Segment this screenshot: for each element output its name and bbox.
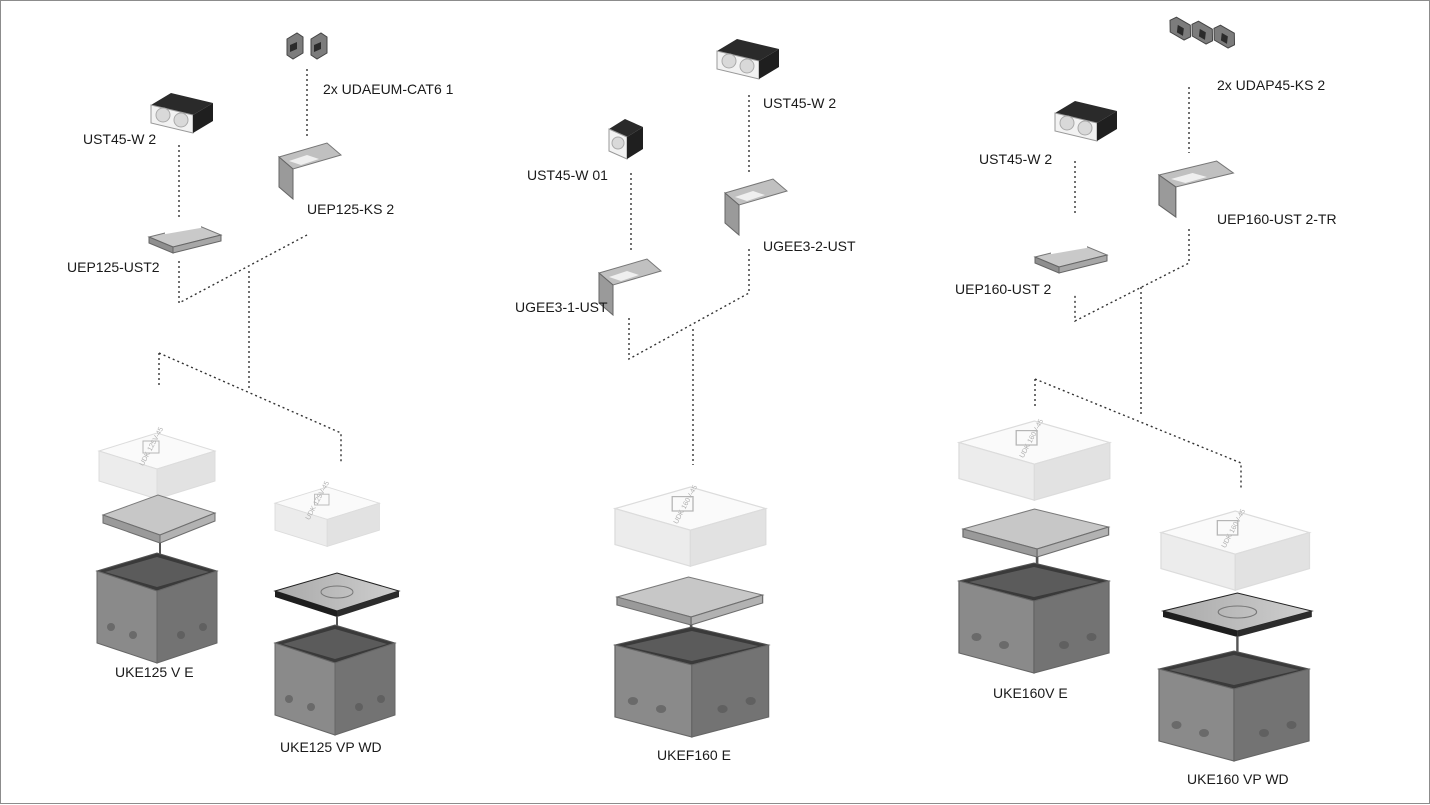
cover-plate-icon (1161, 591, 1314, 657)
dual-socket-module-icon (716, 38, 780, 80)
keystone-module-icon (1164, 14, 1241, 51)
floor-box-icon (1158, 650, 1310, 762)
tray-icon (102, 494, 216, 562)
plate-label: UEP125-KS 2 (307, 201, 395, 217)
connector-lines (158, 69, 1242, 489)
group-2-graphics (598, 38, 788, 738)
dual-socket-module-icon (150, 92, 214, 134)
single-socket-module-icon (608, 118, 644, 160)
group-3-graphics (958, 14, 1314, 762)
module-label: UST45-W 01 (527, 167, 608, 183)
floor-box-icon (614, 626, 770, 738)
module-label: UST45-W 2 (979, 151, 1053, 167)
module-label: UST45-W 2 (763, 95, 837, 111)
module-label: 2x UDAP45-KS 2 (1217, 77, 1326, 93)
plate-label: UGEE3-1-UST (515, 299, 608, 315)
frame-plate-icon (724, 178, 788, 236)
frame-plate-icon (598, 258, 662, 316)
floor-box-icon (96, 552, 218, 664)
keystone-plate-icon (1158, 160, 1235, 218)
plate-label: UGEE3-2-UST (763, 238, 856, 254)
module-label: 2x UDAEUM-CAT6 1 (323, 81, 454, 97)
box-label: UKE160 VP WD (1187, 771, 1289, 787)
box-label: UKE160V E (993, 685, 1068, 701)
mounting-plate-icon (148, 221, 222, 254)
box-label: UKEF160 E (657, 747, 731, 763)
floor-box-icon (274, 624, 396, 736)
plate-label: UEP160-UST 2-TR (1217, 211, 1337, 227)
box-label: UKE125 VP WD (280, 739, 382, 755)
plate-label: UEP160-UST 2 (955, 281, 1052, 297)
keystone-plate-icon (278, 142, 342, 200)
dual-socket-module-icon (1054, 100, 1118, 142)
mounting-plate-icon (1034, 241, 1108, 274)
cat6-module-icon (286, 32, 328, 60)
box-label: UKE125 V E (115, 664, 194, 680)
module-label: UST45-W 2 (83, 131, 157, 147)
floor-box-icon (958, 562, 1110, 674)
plate-label: UEP125-UST2 (67, 259, 160, 275)
